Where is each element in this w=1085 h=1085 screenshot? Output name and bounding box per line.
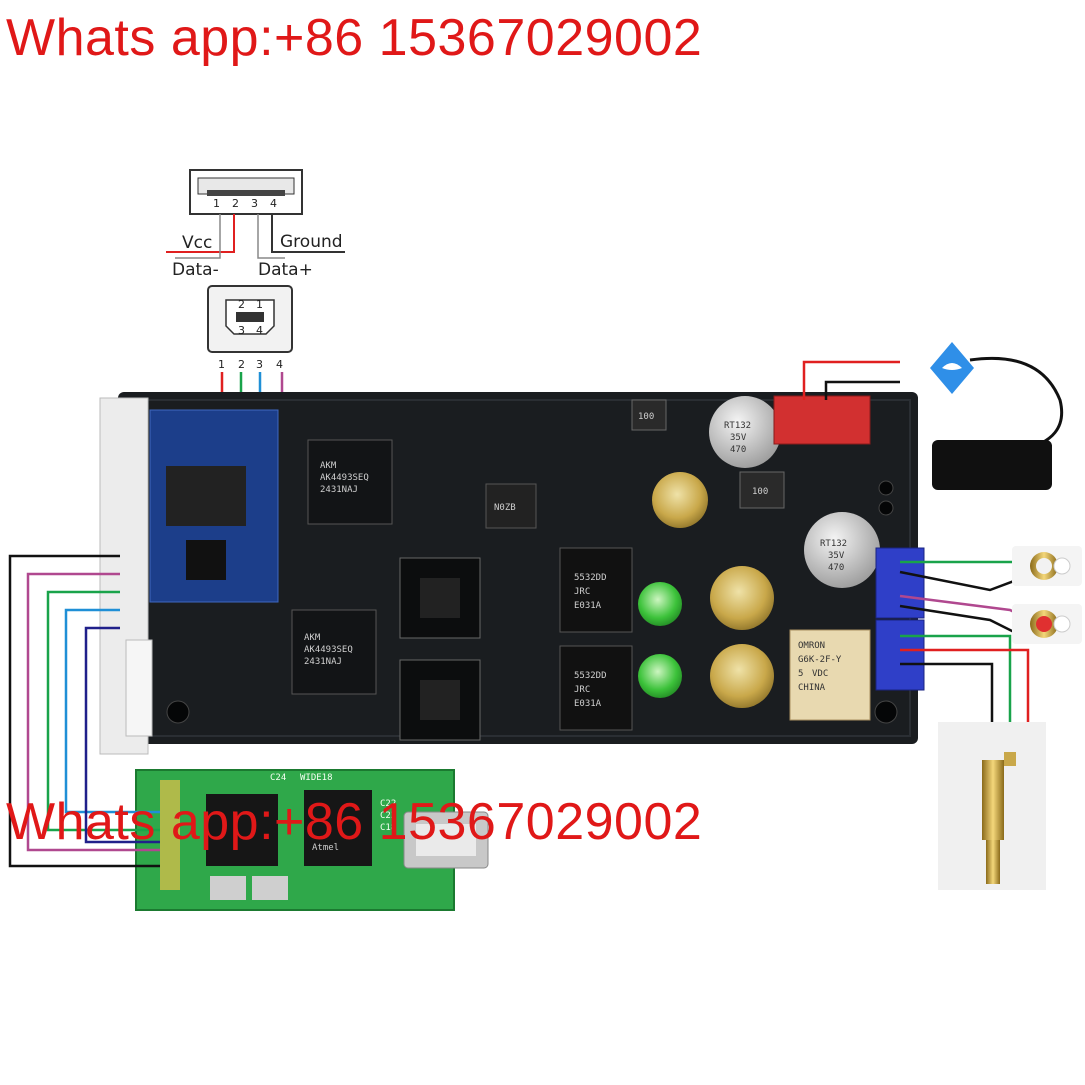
svg-text:RT132: RT132 bbox=[724, 421, 751, 431]
svg-text:Atmel: Atmel bbox=[312, 843, 339, 853]
ground-label: Ground bbox=[280, 232, 343, 252]
svg-text:E031A: E031A bbox=[574, 601, 602, 611]
svg-text:5: 5 bbox=[798, 669, 803, 679]
svg-text:C22: C22 bbox=[380, 799, 396, 809]
voltage-regulator bbox=[485, 483, 537, 529]
usb-controller-chip bbox=[206, 794, 278, 866]
svg-text:N0ZB: N0ZB bbox=[494, 503, 516, 513]
akm-dac-chip-1 bbox=[307, 439, 393, 525]
svg-text:JRC: JRC bbox=[574, 685, 590, 695]
power-connector bbox=[773, 395, 871, 445]
svg-text:AKM: AKM bbox=[320, 461, 337, 471]
headphone-jack bbox=[938, 722, 1046, 890]
svg-text:OMRON: OMRON bbox=[798, 641, 825, 651]
svg-text:C23: C23 bbox=[380, 811, 396, 821]
dac-main-board: AKM AK4493SEQ 2431NAJ AKM AK4493SEQ 2431… bbox=[99, 392, 925, 755]
svg-text:AKM: AKM bbox=[304, 633, 321, 643]
capacitor-green-2 bbox=[638, 654, 682, 698]
inductor-2 bbox=[739, 471, 785, 509]
svg-text:C24: C24 bbox=[270, 773, 286, 783]
svg-text:100: 100 bbox=[752, 487, 768, 497]
relay bbox=[789, 629, 871, 721]
power-adapter bbox=[802, 342, 1064, 490]
opamp-jrc-1 bbox=[559, 547, 633, 633]
capacitor-gold-1 bbox=[652, 472, 708, 528]
svg-text:100: 100 bbox=[638, 412, 654, 422]
svg-text:VDC: VDC bbox=[812, 669, 828, 679]
svg-text:AK4493SEQ: AK4493SEQ bbox=[304, 645, 353, 655]
data-minus-label: Data- bbox=[172, 260, 219, 280]
output-connector-2 bbox=[875, 619, 925, 691]
type-b-pin-1: 1 bbox=[256, 298, 263, 311]
svg-text:C18: C18 bbox=[380, 823, 396, 833]
type-a-pin-1: 1 bbox=[213, 197, 220, 210]
svg-text:470: 470 bbox=[730, 445, 746, 455]
type-b-row-pin-1: 1 bbox=[218, 358, 225, 371]
svg-text:E031A: E031A bbox=[574, 699, 602, 709]
type-b-row-pin-2: 2 bbox=[238, 358, 245, 371]
capacitor-gold-2 bbox=[710, 566, 774, 630]
capacitor-gold-3 bbox=[710, 644, 774, 708]
type-b-row-pin-3: 3 bbox=[256, 358, 263, 371]
svg-text:WIDE18: WIDE18 bbox=[300, 773, 333, 783]
usb-pinout-diagram: 1 2 3 4 Vcc Ground Data- Data+ 2 1 3 4 1… bbox=[166, 169, 345, 371]
type-b-pin-2: 2 bbox=[238, 298, 245, 311]
type-a-pin-3: 3 bbox=[251, 197, 258, 210]
type-b-pin-4: 4 bbox=[256, 324, 263, 337]
svg-text:JRC: JRC bbox=[574, 587, 590, 597]
svg-text:5532DD: 5532DD bbox=[574, 671, 607, 681]
capacitor-470uf-2 bbox=[804, 512, 880, 588]
svg-text:5532DD: 5532DD bbox=[574, 573, 607, 583]
type-b-row-pin-4: 4 bbox=[276, 358, 283, 371]
watermark-middle: Whats app:+86 15367029002 bbox=[6, 793, 703, 851]
svg-text:G6K-2F-Y: G6K-2F-Y bbox=[798, 655, 842, 665]
inductor-1 bbox=[631, 399, 667, 431]
svg-text:35V: 35V bbox=[730, 433, 747, 443]
svg-text:2431NAJ: 2431NAJ bbox=[304, 657, 342, 667]
output-connector-1 bbox=[875, 547, 925, 619]
rca-outputs bbox=[899, 546, 1082, 890]
type-b-pin-3: 3 bbox=[238, 324, 245, 337]
akm-dac-chip-2 bbox=[291, 609, 377, 695]
svg-text:35V: 35V bbox=[828, 551, 845, 561]
svg-text:470: 470 bbox=[828, 563, 844, 573]
usb-interface-module: Atmel C24 WIDE18 C22 C23 C18 bbox=[135, 769, 489, 911]
svg-text:CHINA: CHINA bbox=[798, 683, 826, 693]
svg-text:RT132: RT132 bbox=[820, 539, 847, 549]
watermark-top: Whats app:+86 15367029002 bbox=[6, 9, 703, 67]
data-plus-label: Data+ bbox=[258, 260, 313, 280]
atmel-chip bbox=[304, 790, 372, 866]
rca-jack-1 bbox=[1012, 546, 1082, 586]
capacitor-470uf-1 bbox=[709, 396, 781, 468]
i2s-wires bbox=[8, 554, 160, 868]
opamp-jrc-2 bbox=[559, 645, 633, 731]
rca-jack-2 bbox=[1012, 604, 1082, 644]
type-a-pin-2: 2 bbox=[232, 197, 239, 210]
vcc-label: Vcc bbox=[182, 233, 212, 253]
svg-text:AK4493SEQ: AK4493SEQ bbox=[320, 473, 369, 483]
capacitor-green-1 bbox=[638, 582, 682, 626]
svg-text:2431NAJ: 2431NAJ bbox=[320, 485, 358, 495]
type-a-pin-4: 4 bbox=[270, 197, 277, 210]
